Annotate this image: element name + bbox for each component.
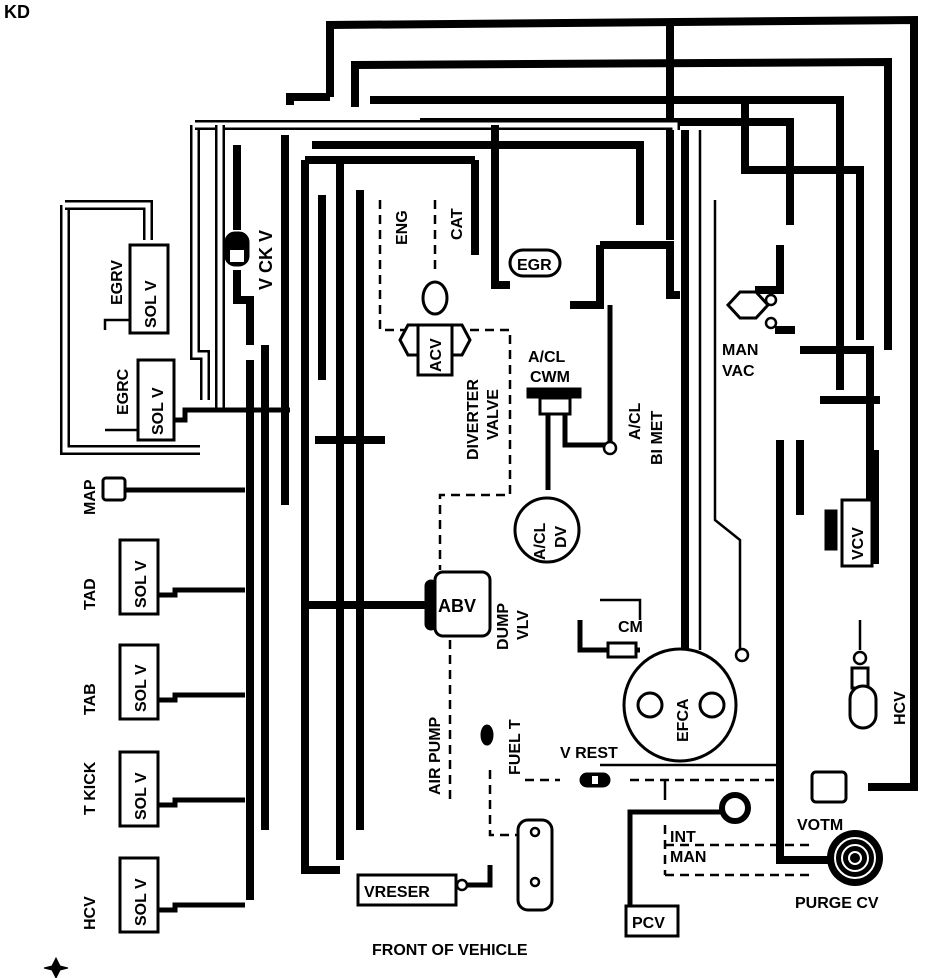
diverter-valve: DIVERTER VALVE: [465, 379, 502, 460]
map-label: MAP: [82, 479, 99, 515]
purge-cv: PURGE CV: [795, 830, 883, 912]
man-vac-label-1: MAN: [722, 342, 758, 359]
v-rest-label: V REST: [560, 745, 618, 762]
int-man-label-2: MAN: [670, 849, 706, 866]
acl-bimet-label-2: BI MET: [649, 411, 666, 465]
tab-solenoid: SOL V TAB: [82, 643, 245, 721]
votm: VOTM: [797, 770, 848, 834]
acl-bimet-label-1: A/CL: [627, 402, 644, 440]
diverter-label-1: DIVERTER: [465, 379, 482, 460]
acv-assembly: ENG CAT ACV: [394, 208, 472, 377]
hcv-right-valve: HCV: [848, 650, 909, 730]
vcv-label: VCV: [850, 527, 867, 560]
acl-dv: A/CL DV: [513, 496, 581, 564]
hollow-hose-routes: [60, 120, 680, 455]
acl-cwm-label-1: A/CL: [528, 349, 566, 366]
vacuum-check-valve: V CK V: [224, 230, 276, 290]
diverter-label-2: VALVE: [485, 389, 502, 440]
egrv-label: EGRV: [109, 260, 126, 305]
map-sensor: MAP: [82, 476, 245, 515]
abv-dump-valve: ABV DUMP VLV: [305, 570, 532, 650]
front-of-vehicle-label: FRONT OF VEHICLE: [372, 942, 528, 959]
abv-label: ABV: [438, 596, 476, 616]
acl-cwm: A/CL CWM: [526, 305, 618, 490]
int-man-label-1: INT: [670, 829, 696, 846]
acv-label: ACV: [428, 338, 445, 372]
acl-dv-label-2: DV: [553, 525, 570, 548]
egrc-label: EGRC: [115, 368, 132, 415]
egrc-solenoid: SOL V EGRC: [105, 358, 290, 442]
t-kick-label: T KICK: [82, 761, 99, 815]
outer-top-hose-loop: [286, 15, 918, 791]
vreser: VRESER: [356, 865, 493, 907]
air-pump-label: AIR PUMP: [427, 716, 444, 795]
purge-cv-label: PURGE CV: [795, 895, 879, 912]
tad-sol-v-label: SOL V: [133, 560, 150, 608]
int-man: INT MAN: [627, 792, 751, 905]
tab-label: TAB: [82, 683, 99, 715]
v-ck-v-label: V CK V: [256, 230, 276, 290]
t-kick-sol-v-label: SOL V: [133, 772, 150, 820]
front-arrow-icon: [43, 956, 69, 978]
votm-label: VOTM: [797, 817, 843, 834]
pcv-valve: PCV: [624, 904, 680, 938]
v-rest: V REST: [560, 745, 618, 788]
egr-label: EGR: [517, 257, 552, 274]
cm-label: CM: [618, 619, 643, 636]
hcv-right-label: HCV: [892, 691, 909, 725]
fuel-t-label: FUEL T: [507, 719, 524, 775]
dump-vlv-label-2: VLV: [515, 610, 532, 640]
man-vac-label-2: VAC: [722, 363, 755, 380]
acl-dv-label-1: A/CL: [532, 522, 549, 560]
egrv-sol-v-label: SOL V: [143, 280, 160, 328]
tad-label: TAD: [82, 578, 99, 610]
dashed-hose-routes: [378, 200, 810, 877]
fuel-tank: FUEL T: [480, 719, 554, 912]
eng-label: ENG: [394, 210, 411, 245]
air-pump: AIR PUMP: [427, 716, 444, 795]
vcv-valve: VCV: [824, 498, 874, 568]
efca-label: EFCA: [675, 698, 692, 742]
egr-valve: EGR: [508, 248, 562, 278]
efca-unit: EFCA CM: [577, 619, 750, 763]
pcv-label: PCV: [632, 915, 665, 932]
hcv-left-label: HCV: [82, 896, 99, 930]
hcv-solenoid: SOL V HCV: [82, 856, 245, 934]
t-kick-solenoid: SOL V T KICK: [82, 750, 245, 828]
vreser-label: VRESER: [364, 884, 430, 901]
egrv-solenoid: SOL V EGRV: [103, 243, 170, 335]
acl-bimet: A/CL BI MET: [627, 402, 666, 465]
egrc-sol-v-label: SOL V: [150, 387, 167, 435]
acl-cwm-label-2: CWM: [530, 369, 570, 386]
main-vertical-hoses: [233, 125, 880, 900]
thin-hose-routes: [600, 130, 862, 800]
tad-solenoid: SOL V TAD: [82, 538, 245, 616]
hcv-sol-v-label: SOL V: [133, 878, 150, 926]
man-vac-port: MAN VAC: [722, 290, 778, 380]
dump-vlv-label-1: DUMP: [495, 603, 512, 650]
cat-label: CAT: [449, 208, 466, 240]
tab-sol-v-label: SOL V: [133, 664, 150, 712]
diagram-code: KD: [4, 2, 30, 22]
